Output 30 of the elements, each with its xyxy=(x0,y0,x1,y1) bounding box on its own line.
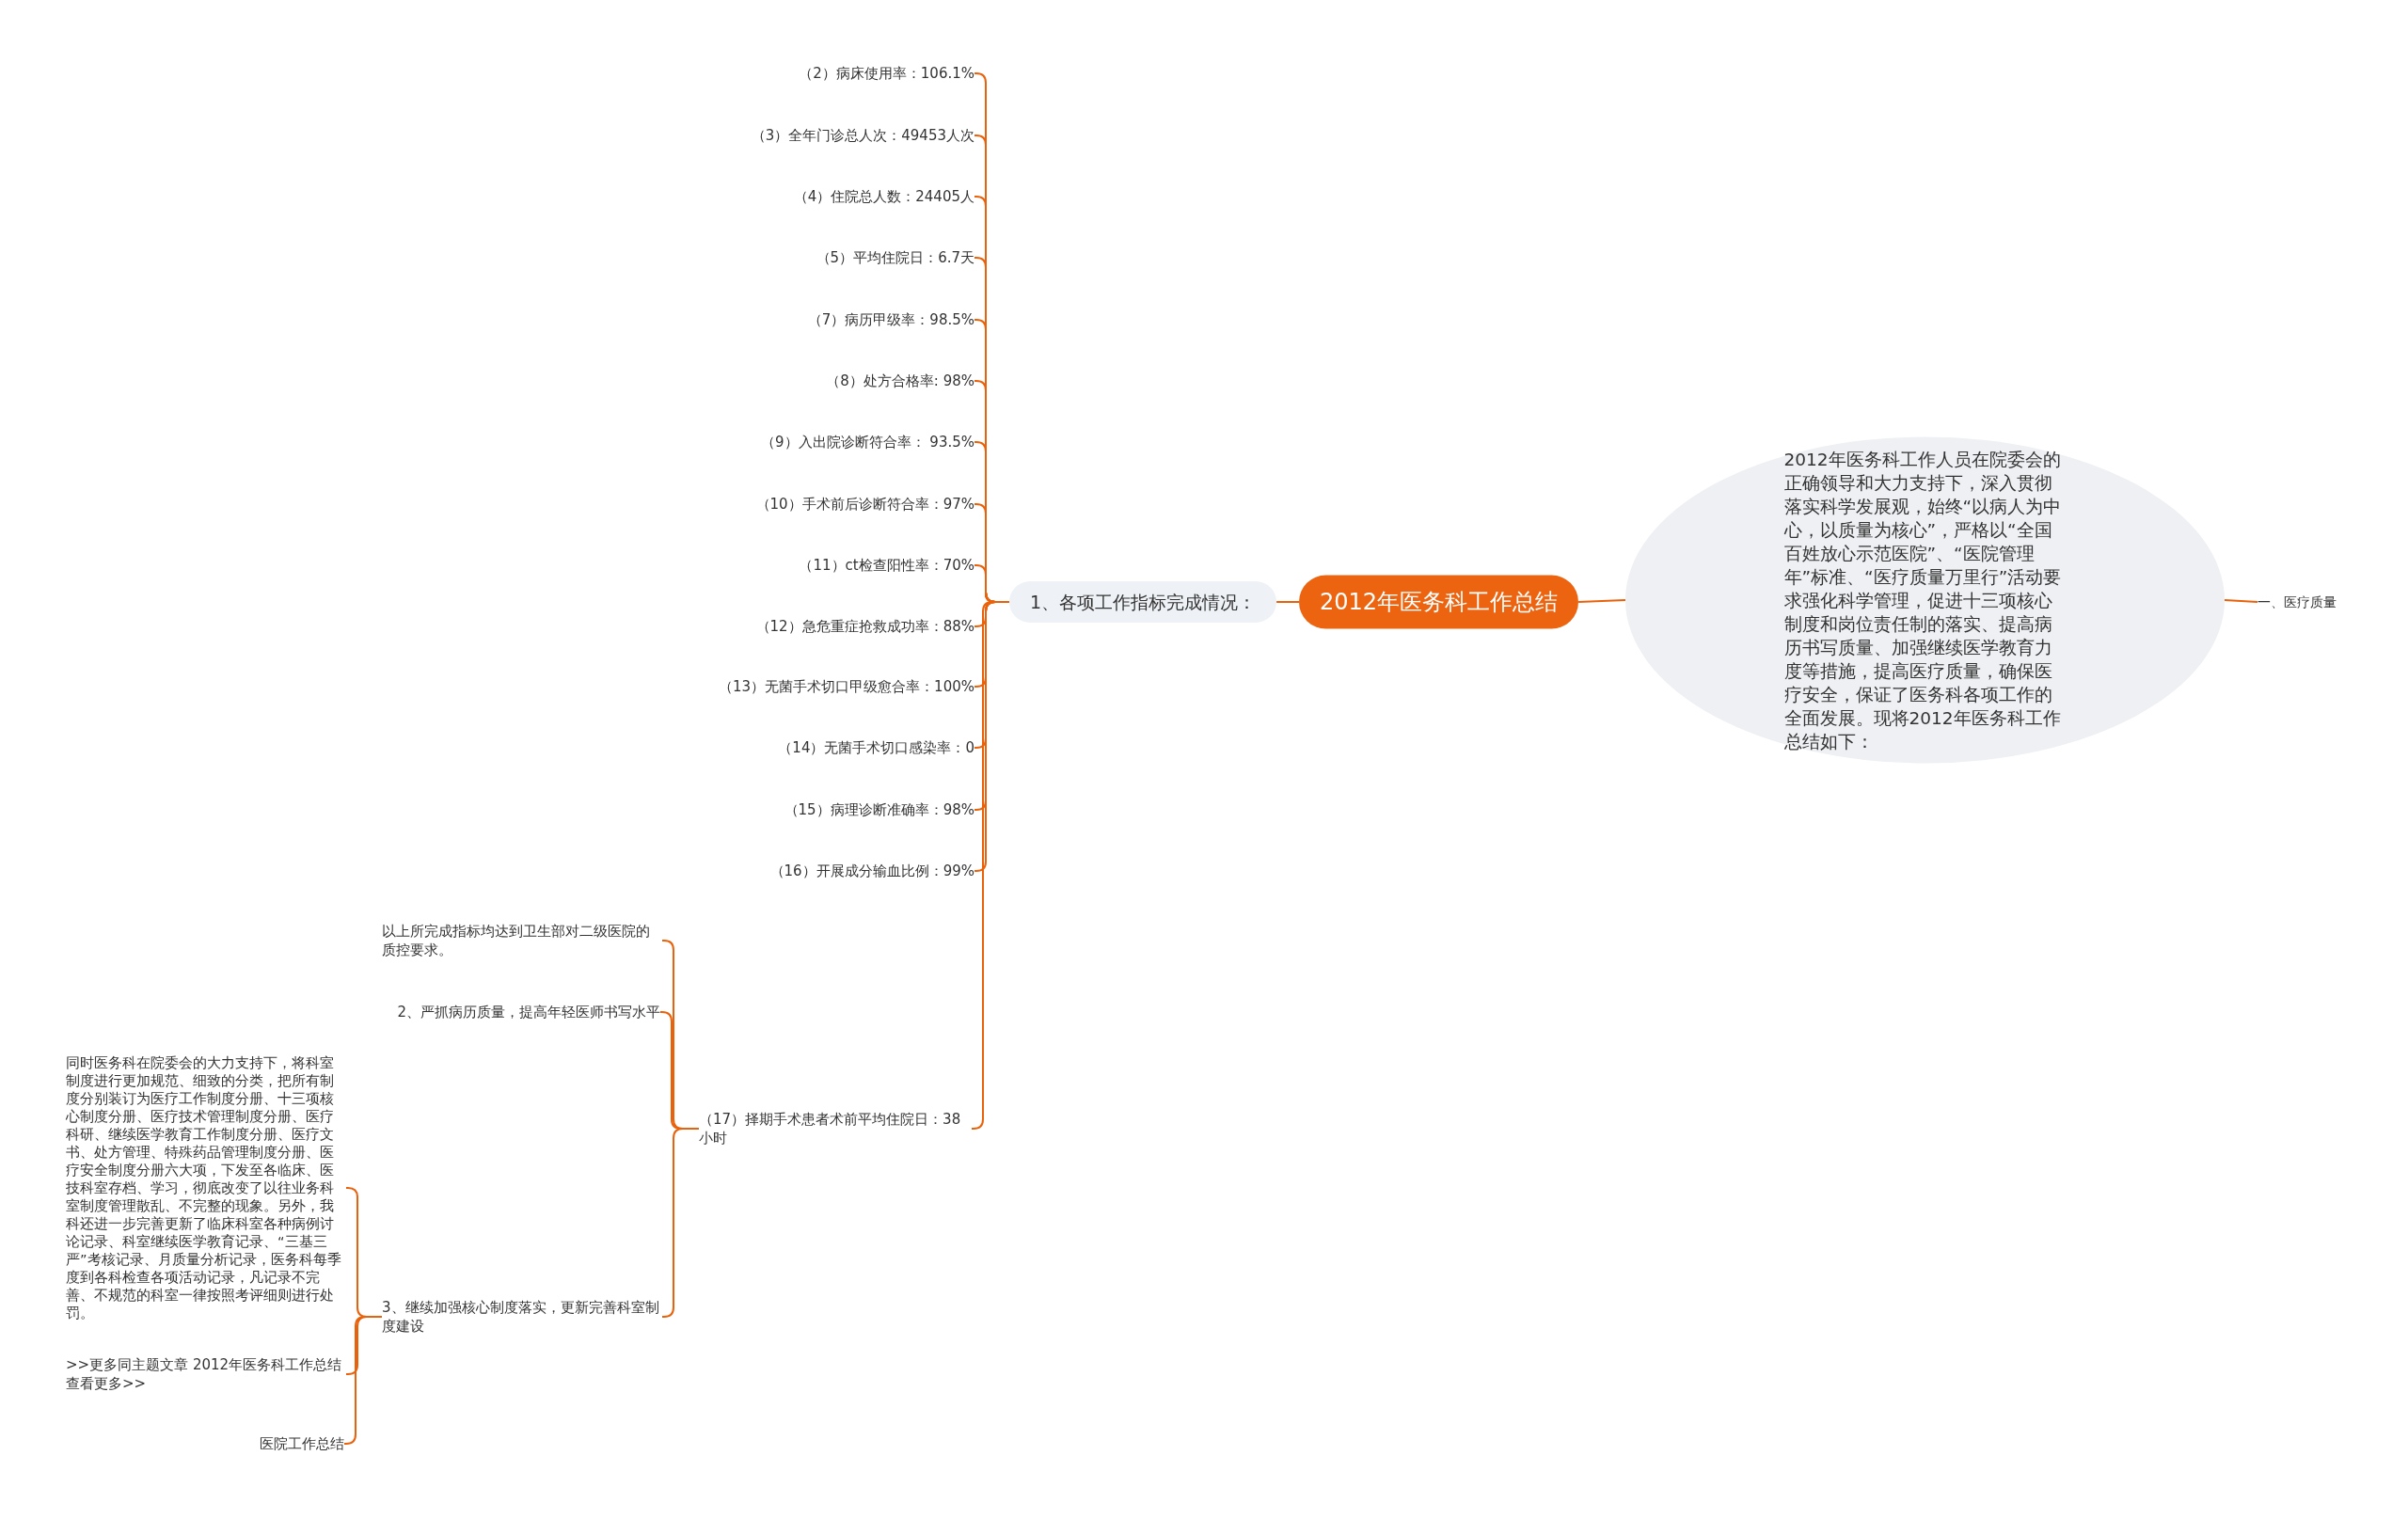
branch-label: >>更多同主题文章 2012年医务科工作总结查看更多>> xyxy=(66,1355,346,1393)
branch-label: （4）住院总人数：24405人 xyxy=(793,187,974,206)
branch-label: （14）无菌手术切口感染率：0 xyxy=(778,738,974,757)
topic-pill: 1、各项工作指标完成情况： xyxy=(1009,581,1277,623)
branch-label: （7）病历甲级率：98.5% xyxy=(807,310,974,329)
branch-label: （8）处方合格率: 98% xyxy=(826,372,974,390)
branch-label: （17）择期手术患者术前平均住院日：38小时 xyxy=(699,1110,972,1147)
branch-label: （9）入出院诊断符合率： 93.5% xyxy=(761,433,974,451)
branch-label: （3）全年门诊总人次：49453人次 xyxy=(751,126,974,145)
connector-line xyxy=(1275,601,1300,603)
connector-line xyxy=(343,1316,383,1445)
branch-label: （13）无菌手术切口甲级愈合率：100% xyxy=(719,677,974,696)
branch-label: （15）病理诊断准确率：98% xyxy=(784,800,974,819)
paragraph-text: 2012年医务科工作人员在院委会的正确领导和大力支持下，深入贯彻落实科学发展观，始终“以病人为中心，以质量为核心”，严格以“全国百姓放心示范医院”、“医院管理年”标准、“医疗质量万里行”活动要求强化科学管理，促进十三项核心制度和岗位责任制的落实、提高病历书写质量、加强继续医学教育力度等措施，提高医疗质量，确保医疗安全，保证了医务科各项工作的全面发展。现将2012年医务科工作总结如下： xyxy=(1783,448,2063,753)
branch-label: 2、严抓病历质量，提高年轻医师书写水平 xyxy=(397,1003,660,1021)
branch-label: （2）病床使用率：106.1% xyxy=(799,64,974,83)
branch-label: （10）手术前后诊断符合率：97% xyxy=(755,495,974,514)
branch-label: （16）开展成分输血比例：99% xyxy=(769,862,974,880)
connector-line xyxy=(661,1128,700,1318)
connector-line xyxy=(1577,599,1626,603)
branch-label: 以上所完成指标均达到卫生部对二级医院的质控要求。 xyxy=(382,922,662,959)
branch-label: 3、继续加强核心制度落实，更新完善科室制度建设 xyxy=(382,1298,662,1336)
branch-label: 医院工作总结 xyxy=(260,1434,344,1453)
branch-label: （5）平均住院日：6.7天 xyxy=(816,248,974,267)
branch-label: （12）急危重症抢救成功率：88% xyxy=(755,617,974,636)
branch-label: 一、医疗质量 xyxy=(2258,593,2337,611)
central-topic: 2012年医务科工作总结 xyxy=(1299,575,1579,629)
branch-label: （11）ct检查阳性率：70% xyxy=(799,556,974,575)
connector-line xyxy=(2224,599,2258,603)
paragraph-text: 同时医务科在院委会的大力支持下，将科室制度进行更加规范、细致的分类，把所有制度分别装订为医疗工作制度分册、十三项核心制度分册、医疗技术管理制度分册、医疗科研、继续医学教育工作制度分册、医疗文书、处方管理、特殊药品管理制度分册、医疗安全制度分册六大项，下发至各临床、医技科室存档、学习，彻底改变了以往业务科室制度管理散乱、不完整的现象。另外，我科还进一步完善更新了临床科室各种病例讨论记录、科室继续医学教育记录、“三基三严”考核记录、月质量分析记录，医务科每季度到各科检查各项活动记录，凡记录不完善、不规范的科室一律按照考评细则进行处罚。 xyxy=(66,1053,346,1322)
